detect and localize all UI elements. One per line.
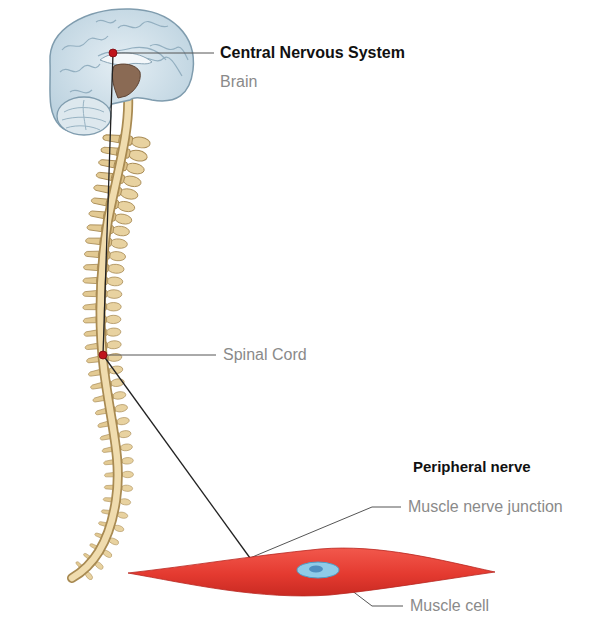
- part-label: Muscle cell: [410, 597, 489, 615]
- nerve-pathway: [103, 53, 250, 558]
- muscle-cell: [128, 548, 495, 596]
- part-label: Brain: [220, 73, 257, 91]
- spinal-cord-core: [72, 95, 128, 578]
- part-label: Muscle nerve junction: [408, 498, 563, 516]
- pathway-dots: [99, 49, 117, 359]
- leader-lines: [103, 53, 403, 606]
- part-label: Spinal Cord: [223, 346, 307, 364]
- heading-label: Central Nervous System: [220, 44, 405, 62]
- spinal-cord: [72, 95, 128, 578]
- brain-section: [50, 9, 194, 135]
- heading-label: Peripheral nerve: [413, 458, 531, 475]
